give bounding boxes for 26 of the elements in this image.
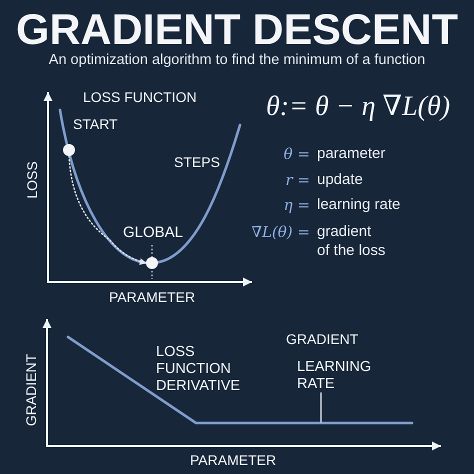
axis-title: PARAMETER [109,289,196,306]
title: GRADIENT DESCENT [15,9,459,52]
math-symbol: θ = [282,145,310,163]
definition-text: parameter [317,144,386,163]
definition-text: update [317,170,363,189]
definition-text: learning rate [317,195,400,214]
subtitle: An optimization algorithm to find the minimum of a function [48,52,426,69]
point-label: START [73,116,118,132]
chart-label: GRADIENT [286,331,358,348]
point-label: GLOBAL [123,224,184,242]
callout-text: LEARNING RATE [297,359,379,393]
axis-title: PARAMETER [190,452,276,468]
curve-label: STEPS [174,154,220,170]
math-symbol: r = [284,171,310,189]
math-symbol: η = [282,196,310,214]
definition-text: gradient of the loss [317,222,386,260]
math-symbol: ∇̄L(θ) = [250,223,310,241]
start-point [63,144,75,156]
leader-line [320,392,322,423]
minimum-point [146,257,158,269]
curve-label: LOSS FUNCTION DERIVATIVE [156,344,242,395]
axis-title: LOSS [24,161,40,199]
chart-title: LOSS FUNCTION [83,89,197,106]
dotted-arrow [68,155,147,265]
update-formula: θ:= θ − η ∇L(θ) [266,91,450,124]
axis-title: GRADIENT [22,354,40,426]
